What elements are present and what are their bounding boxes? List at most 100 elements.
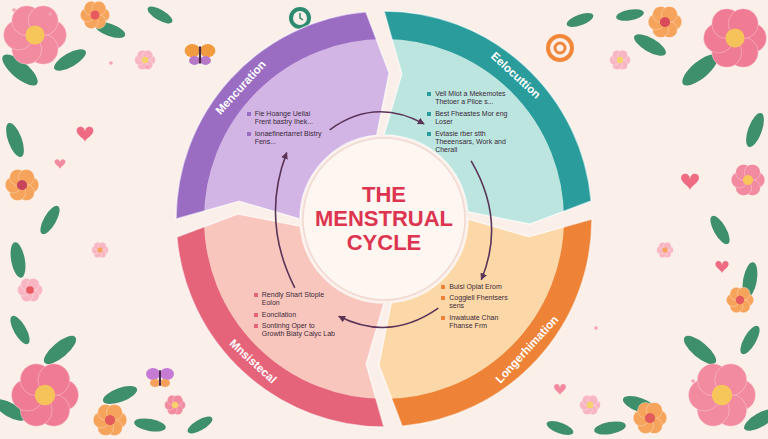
flower [731, 164, 765, 195]
dot [109, 61, 113, 65]
flower-center [17, 180, 27, 190]
leaf [37, 203, 64, 237]
heart [715, 261, 728, 273]
phase-bullet: Vell Mlot a Mekemotes Thetoer a Plice s.… [427, 90, 515, 107]
wing [146, 368, 160, 380]
wing [160, 379, 170, 387]
leaf [565, 10, 595, 30]
leaf [133, 416, 167, 434]
flower [726, 287, 753, 312]
flower [4, 6, 67, 65]
leaf [615, 7, 644, 22]
flower [633, 402, 667, 433]
flower-center [743, 175, 753, 185]
body [199, 46, 201, 64]
phase-bullet: Buisl Oplat Erom [441, 283, 521, 291]
flower [80, 1, 109, 28]
flower-center [172, 402, 178, 408]
heart [554, 384, 566, 395]
leaf [2, 121, 27, 160]
butterfly [146, 368, 174, 387]
flower [11, 364, 78, 426]
flower [704, 9, 767, 68]
flower [92, 242, 109, 258]
wing [185, 44, 200, 57]
phase-segment: EelocuttionVell Mlot a Mekemotes Thetoer… [427, 90, 515, 158]
leaf [40, 331, 80, 368]
leaf [7, 313, 34, 347]
leaf [545, 418, 575, 438]
phase-bullet: Cogglell Fhentsers sens [441, 294, 521, 311]
wing [189, 56, 200, 65]
phase-title: Mnsistecal [227, 337, 280, 387]
leaf [593, 419, 627, 437]
flower-center [142, 57, 148, 63]
flower-center [712, 385, 732, 405]
dot [145, 65, 149, 69]
flower-center [736, 296, 744, 304]
swirl-icon [555, 43, 565, 53]
flower-center [35, 385, 55, 405]
phase-bullet: Ionaefinertarret Bistry Fens... [247, 130, 327, 147]
leaf [8, 241, 28, 279]
leaf [145, 3, 175, 26]
flower-center [97, 247, 102, 252]
flower [135, 50, 156, 70]
flower-center [26, 286, 34, 294]
phase-bullet: Fie Hoange Ueliai Frent bastry Ihek... [247, 110, 327, 127]
flower-center [25, 25, 44, 44]
segment-band [188, 23, 580, 415]
wing [160, 368, 174, 380]
leaf [737, 323, 764, 357]
body [159, 370, 161, 386]
flower [165, 395, 186, 415]
heart [77, 127, 94, 142]
flower [688, 364, 755, 426]
flower-center [645, 413, 655, 423]
phase-segment: MnsistecalRendly Shart Stople EolonEonci… [254, 291, 336, 342]
flower [657, 242, 674, 258]
center-circle [303, 138, 465, 300]
phase-bullet: Evtasie rber stth Theeensars, Work and C… [427, 130, 515, 155]
phase-bullet: Inwatuate Chan Fhanse Frm [441, 314, 521, 331]
phase-title: Mencuration [213, 58, 269, 118]
leaf [742, 111, 767, 150]
flower-center [587, 402, 593, 408]
dot [12, 8, 16, 12]
phase-segment: LongerhimationBuisl Oplat EromCogglell F… [441, 283, 521, 334]
flower-center [617, 57, 623, 63]
cycle-arrow [330, 112, 424, 130]
flower-center [91, 11, 100, 20]
flower-center [725, 28, 744, 47]
heart [55, 159, 66, 169]
dot [594, 326, 598, 330]
flower-center [660, 17, 670, 27]
phase-bullet: Rendly Shart Stople Eolon [254, 291, 336, 308]
leaf [680, 331, 720, 368]
ring-segment [177, 23, 580, 427]
leaf [707, 213, 734, 247]
dot [691, 379, 695, 383]
phase-bullet: Eoncilation [254, 311, 336, 319]
flower [17, 278, 42, 301]
clock-face [293, 11, 307, 25]
diagram-title: THE MENSTRUAL CYCLE [304, 183, 464, 256]
clock-hands [300, 13, 303, 20]
heart [681, 174, 699, 190]
flower [610, 50, 631, 70]
flower [5, 169, 39, 200]
leaf [101, 382, 140, 407]
phase-segment: MencurationFie Hoange Ueliai Frent bastr… [247, 110, 327, 150]
leaf [185, 413, 215, 436]
flower-center [105, 415, 115, 425]
wing [200, 44, 215, 57]
butterfly [185, 44, 216, 65]
phase-bullet: Sontinhg Oper to Growth Biaty Calyc Lab [254, 322, 336, 339]
dot [48, 12, 52, 16]
flower [580, 395, 601, 415]
cycle-arrow [275, 153, 294, 288]
flower-center [662, 247, 667, 252]
swirl-icon [548, 36, 572, 60]
wing [150, 379, 160, 387]
